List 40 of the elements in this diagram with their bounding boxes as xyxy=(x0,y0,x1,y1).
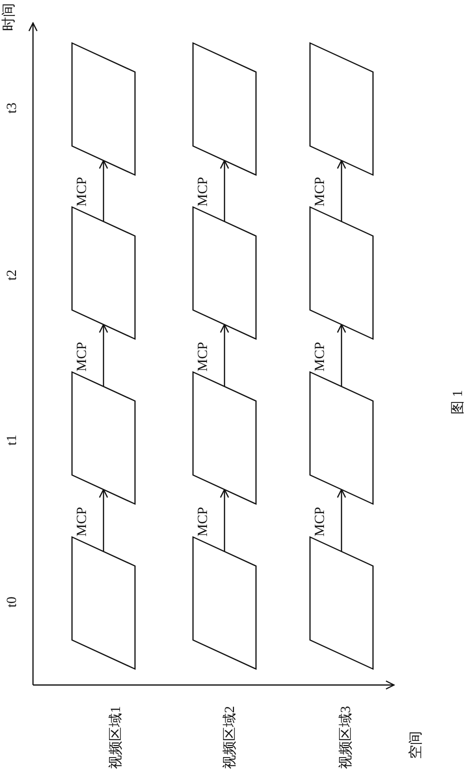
edge-label: MCP xyxy=(197,506,211,536)
parallelogram xyxy=(310,43,373,175)
parallelogram xyxy=(193,207,256,339)
parallelogram xyxy=(310,372,373,504)
parallelogram xyxy=(193,372,256,504)
time-label: t2 xyxy=(6,270,20,280)
edge-label: MCP xyxy=(76,342,90,372)
parallelogram xyxy=(72,207,135,339)
parallelogram xyxy=(72,43,135,175)
parallelogram xyxy=(72,537,135,669)
parallelogram xyxy=(310,207,373,339)
row-label: 视频区域2 xyxy=(224,706,238,769)
edge-label: MCP xyxy=(314,506,328,536)
arrow xyxy=(336,324,346,386)
time-label: t1 xyxy=(6,434,20,446)
arrow xyxy=(98,160,108,222)
arrow xyxy=(98,324,108,386)
parallelogram xyxy=(310,537,373,669)
edge-label: MCP xyxy=(314,342,328,372)
parallelogram xyxy=(193,537,256,669)
edge-label: MCP xyxy=(314,176,328,206)
arrow xyxy=(220,488,230,552)
edge-label: MCP xyxy=(76,176,90,206)
arrow xyxy=(220,160,230,222)
arrow xyxy=(98,488,108,552)
caption: 图 1 xyxy=(452,390,466,414)
arrow xyxy=(336,488,346,552)
edge-label: MCP xyxy=(197,176,211,206)
parallelogram xyxy=(72,372,135,504)
arrow xyxy=(336,160,346,222)
axis-label: 空间 xyxy=(410,731,424,759)
edge-label: MCP xyxy=(76,506,90,536)
time-label: t0 xyxy=(6,596,20,608)
time-label: t3 xyxy=(6,102,20,114)
edge-label: MCP xyxy=(197,342,211,372)
row-label: 视频区域1 xyxy=(110,706,124,769)
parallelogram xyxy=(193,43,256,175)
arrow xyxy=(220,324,230,386)
row-label: 视频区域3 xyxy=(340,706,354,769)
axis-label: 时间 xyxy=(3,3,17,31)
